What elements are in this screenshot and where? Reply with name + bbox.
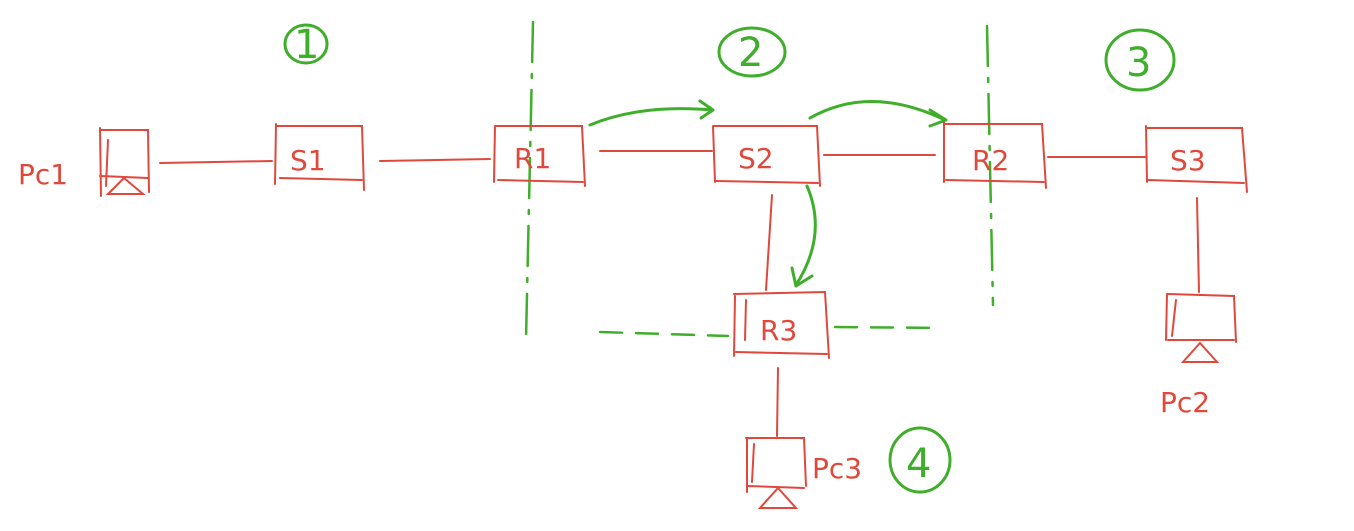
pc3-label: Pc3 [812, 452, 862, 485]
separator-zone4-left [598, 330, 730, 338]
r2-device [943, 121, 1047, 189]
link-s3-pc2 [1196, 197, 1200, 293]
s2-label: S2 [738, 142, 774, 175]
zone-4-number: 4 [906, 441, 931, 487]
zone-2-number: 2 [738, 30, 763, 76]
arrow-s2-r3-head [790, 266, 814, 288]
zone-markers: 1 2 3 4 [283, 22, 1176, 494]
zone-3-marker: 3 [1104, 28, 1176, 92]
r1-device [493, 125, 586, 187]
pc3-device [745, 437, 807, 509]
pc1-device [99, 127, 150, 197]
arrow-s2-r2-head [928, 108, 948, 128]
link-s2-r3 [765, 194, 773, 291]
links [159, 150, 1200, 437]
arrow-r1-s2-head [698, 99, 715, 120]
pc2-device [1165, 293, 1237, 363]
link-pc1-s1 [159, 160, 273, 164]
separator-zone4-right [833, 325, 942, 330]
link-r3-pc3 [776, 367, 779, 437]
zone-4-marker: 4 [888, 426, 952, 494]
r1-label: R1 [514, 142, 551, 175]
zone-1-number: 1 [294, 22, 319, 68]
pc2-label: Pc2 [1160, 386, 1210, 419]
r2-label: R2 [972, 144, 1009, 177]
s3-label: S3 [1170, 144, 1206, 177]
zone-3-number: 3 [1126, 40, 1151, 86]
separator-zone2-zone3 [985, 24, 995, 307]
link-s1-r1 [379, 158, 491, 162]
devices [99, 121, 1248, 509]
s1-device [274, 123, 365, 191]
arrow-r1-s2 [588, 107, 714, 127]
arrow-s2-r2 [808, 100, 947, 122]
pc1-label: Pc1 [18, 158, 68, 191]
s3-device [1145, 125, 1248, 193]
flow-arrows [588, 99, 948, 288]
r3-label: R3 [760, 314, 797, 347]
device-labels: Pc1 S1 R1 S2 R2 S3 R3 Pc2 Pc3 [18, 142, 1210, 485]
r3-device [733, 290, 830, 359]
s1-label: S1 [290, 144, 326, 177]
zone-2-marker: 2 [717, 26, 787, 78]
arrow-s2-r3 [794, 184, 817, 287]
zone-1-marker: 1 [283, 22, 329, 68]
s2-device [712, 125, 821, 187]
